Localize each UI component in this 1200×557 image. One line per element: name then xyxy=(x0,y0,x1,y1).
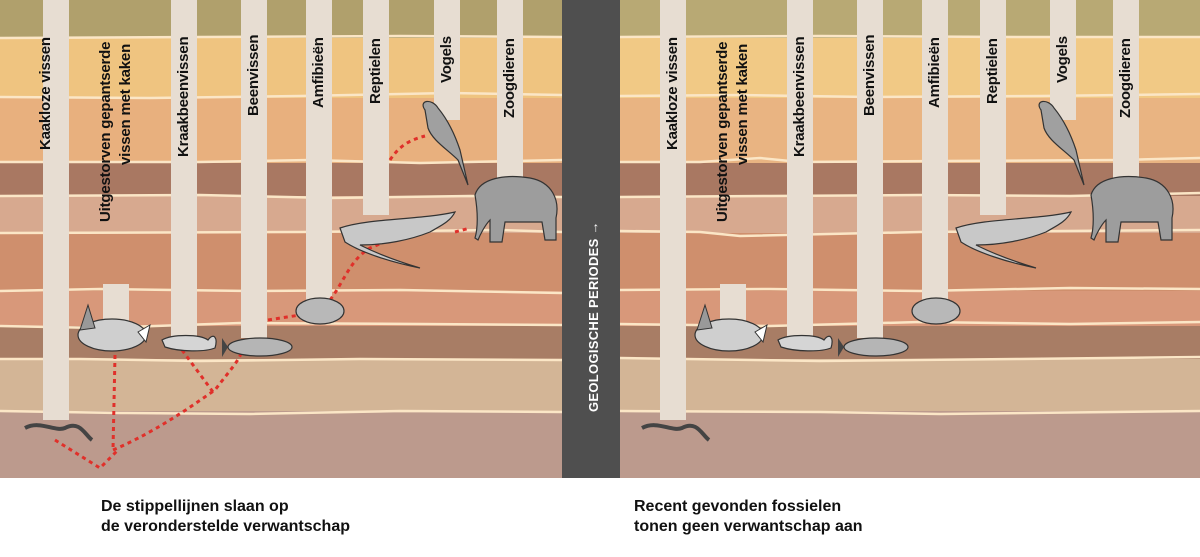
left-panel: Kaakloze vissen Uitgestorven gepantserde… xyxy=(0,0,562,478)
column-label-kaakloze: Kaakloze vissen xyxy=(664,37,681,150)
shark-ray-icon xyxy=(161,334,217,352)
strata-background xyxy=(620,0,1200,478)
column-label-been: Beenvissen xyxy=(861,34,878,116)
crocodile-icon xyxy=(339,211,457,269)
shark-ray-icon xyxy=(777,334,833,352)
right-caption: Recent gevonden fossielen tonen geen ver… xyxy=(634,497,863,537)
left-caption-line1: De stippellijnen slaan op xyxy=(101,498,289,515)
frog-icon xyxy=(295,297,345,325)
column-label-vogels: Vogels xyxy=(438,36,455,83)
column-label-amfibieen: Amfibieën xyxy=(310,37,327,108)
parrot-icon xyxy=(1038,100,1085,186)
column-label-amfibieen: Amfibieën xyxy=(926,37,943,108)
armored-fish-icon xyxy=(694,303,768,352)
parrot-icon xyxy=(422,100,469,186)
column-label-reptielen: Reptielen xyxy=(984,38,1001,104)
column-label-zoogdieren: Zoogdieren xyxy=(1117,38,1134,118)
salmon-icon xyxy=(222,337,293,357)
right-panel: Kaakloze vissen Uitgestorven gepantserde… xyxy=(620,0,1200,478)
column-label-vogels: Vogels xyxy=(1054,36,1071,83)
dotted-lines xyxy=(54,134,471,470)
column-label-kaakloze: Kaakloze vissen xyxy=(37,37,54,150)
armored-fish-icon xyxy=(77,303,151,352)
strata-background xyxy=(0,0,562,478)
column-label-zoogdieren: Zoogdieren xyxy=(501,38,518,118)
elephant-icon xyxy=(474,175,558,243)
eel-icon xyxy=(24,423,94,442)
elephant-icon xyxy=(1090,175,1174,243)
geological-periods-label: GEOLOGISCHE PERIODES → xyxy=(586,221,601,412)
right-caption-line1: Recent gevonden fossielen xyxy=(634,498,842,515)
column-label-uitgestorven-2: vissen met kaken xyxy=(734,43,751,165)
left-caption: De stippellijnen slaan op de veronderste… xyxy=(101,497,350,537)
frog-icon xyxy=(911,297,961,325)
left-caption-line2: de veronderstelde verwantschap xyxy=(101,518,350,535)
salmon-icon xyxy=(838,337,909,357)
column-label-uitgestorven-1: Uitgestorven gepantserde xyxy=(714,41,731,222)
column-label-reptielen: Reptielen xyxy=(367,38,384,104)
crocodile-icon xyxy=(955,211,1073,269)
geological-periods-bar xyxy=(562,0,620,478)
column-label-been: Beenvissen xyxy=(245,34,262,116)
column-label-kraakbeen: Kraakbeenvissen xyxy=(175,36,192,157)
right-caption-line2: tonen geen verwantschap aan xyxy=(634,518,863,535)
column-label-uitgestorven-2: vissen met kaken xyxy=(117,43,134,165)
column-label-uitgestorven-1: Uitgestorven gepantserde xyxy=(97,41,114,222)
eel-icon xyxy=(641,423,711,442)
column-label-kraakbeen: Kraakbeenvissen xyxy=(791,36,808,157)
